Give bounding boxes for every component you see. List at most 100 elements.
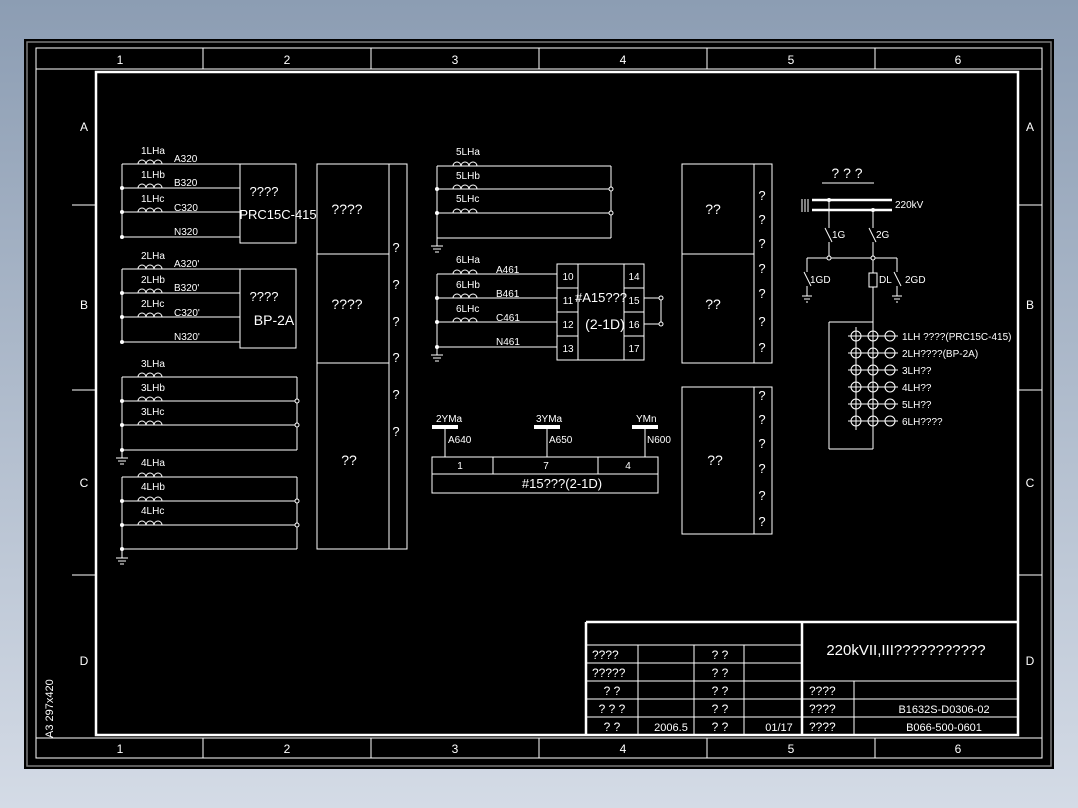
wire-label: N320'	[174, 332, 200, 343]
ct-label: 5LHb	[456, 171, 480, 182]
row-label-right-c: C	[1026, 476, 1035, 490]
pt-tag: YMn	[636, 414, 657, 425]
ct-label: 3LHb	[141, 383, 165, 394]
title-block	[584, 620, 1018, 735]
table-mark: ?	[758, 514, 765, 529]
ct-label: 6LHb	[456, 280, 480, 291]
table-mark: ?	[758, 461, 765, 476]
row-label-left-c: C	[80, 476, 89, 490]
table-mark: ?	[758, 188, 765, 203]
col-label-top-1: 1	[117, 53, 124, 67]
table-cell: ??	[707, 452, 723, 468]
left-table	[316, 163, 408, 550]
device-name: ????	[250, 289, 279, 304]
wire-label: N600	[647, 435, 671, 446]
issue-date: 2006.5	[654, 722, 688, 734]
title-cell: ? ?	[712, 684, 729, 698]
ct-list-item: 3LH??	[902, 366, 932, 377]
terminal-number: 7	[543, 461, 549, 472]
sheet-frame	[35, 47, 1043, 759]
ct-label: 3LHa	[141, 359, 165, 370]
ct-group-6	[431, 269, 557, 362]
col-label-top-3: 3	[452, 53, 459, 67]
wire-label: A640	[448, 435, 472, 446]
table-mark: ?	[392, 424, 399, 439]
table-mark: ?	[758, 436, 765, 451]
viewport-edge	[26, 41, 1052, 767]
single-line-title: ? ? ?	[831, 165, 862, 181]
ct-list-item: 6LH????	[902, 417, 943, 428]
table-mark: ?	[392, 387, 399, 402]
terminal-strip-label: #15???(2-1D)	[522, 476, 602, 491]
right-table-2	[681, 386, 773, 535]
title-cell: ? ? ?	[599, 702, 626, 716]
col-label-bottom-3: 3	[452, 742, 459, 756]
pt-terminals	[431, 425, 659, 494]
terminal-number: 17	[628, 344, 640, 355]
row-label-left-b: B	[80, 298, 88, 312]
terminal-number: 1	[457, 461, 463, 472]
table-mark: ?	[758, 340, 765, 355]
ct-label: 4LHc	[141, 506, 164, 517]
ct-label: 2LHb	[141, 275, 165, 286]
wire-label: A320'	[174, 259, 199, 270]
table-mark: ?	[758, 212, 765, 227]
row-label-right-b: B	[1026, 298, 1034, 312]
single-line-diagram	[801, 182, 902, 450]
col-label-top-4: 4	[620, 53, 627, 67]
terminal-block-a15	[556, 263, 664, 361]
breaker-label: DL	[879, 275, 892, 286]
ct-list-item: 1LH ????(PRC15C-415)	[902, 332, 1012, 343]
column-ticks	[202, 48, 876, 758]
project-number: B066-500-0601	[906, 722, 982, 734]
device-name: ????	[250, 184, 279, 199]
table-cell: ??	[705, 296, 721, 312]
table-mark: ?	[758, 314, 765, 329]
table-mark: ?	[758, 412, 765, 427]
ct-group-2	[120, 264, 297, 349]
table-mark: ?	[758, 236, 765, 251]
col-label-bottom-2: 2	[284, 742, 291, 756]
wire-label: B461	[496, 289, 520, 300]
ct-label: 2LHa	[141, 251, 165, 262]
terminal-number: 12	[562, 320, 574, 331]
title-cell: ?????	[592, 666, 626, 680]
ct-label: 5LHa	[456, 147, 480, 158]
ct-group-4	[116, 472, 300, 565]
wire-label: A320	[174, 154, 198, 165]
sheet-number: 01/17	[765, 722, 793, 734]
ct-group-3	[116, 372, 300, 465]
wire-label: A650	[549, 435, 573, 446]
table-mark: ?	[758, 286, 765, 301]
title-cell: ????	[809, 720, 836, 734]
right-table-1	[681, 163, 773, 364]
ct-list-item: 2LH????(BP-2A)	[902, 349, 978, 360]
title-cell: ? ?	[604, 720, 621, 734]
row-ticks	[72, 204, 1042, 576]
switch-label: 1G	[832, 230, 846, 241]
terminal-number: 4	[625, 461, 631, 472]
drawing-number: B1632S-D0306-02	[898, 704, 989, 716]
device-model: PRC15C-415	[239, 207, 316, 222]
table-cell: ??	[705, 201, 721, 217]
row-label-right-a: A	[1026, 120, 1034, 134]
title-cell: ? ?	[712, 720, 729, 734]
wire-label: N461	[496, 337, 520, 348]
row-label-right-d: D	[1026, 654, 1035, 668]
title-cell: ? ?	[604, 684, 621, 698]
drawing-title: 220kVII,III???????????	[826, 642, 985, 659]
ct-label: 3LHc	[141, 407, 164, 418]
ct-label: 1LHb	[141, 170, 165, 181]
ct-group-1	[120, 159, 297, 244]
col-label-top-5: 5	[788, 53, 795, 67]
block-location: (2-1D)	[585, 316, 625, 332]
wire-label: N320	[174, 227, 198, 238]
sheet-format-label: A3 297x420	[44, 679, 56, 738]
ct-list-item: 4LH??	[902, 383, 932, 394]
wire-label: C320	[174, 203, 198, 214]
switch-label: 1GD	[810, 275, 831, 286]
bus-voltage-label: 220kV	[895, 200, 924, 211]
title-cell: ????	[592, 648, 619, 662]
switch-label: 2GD	[905, 275, 926, 286]
